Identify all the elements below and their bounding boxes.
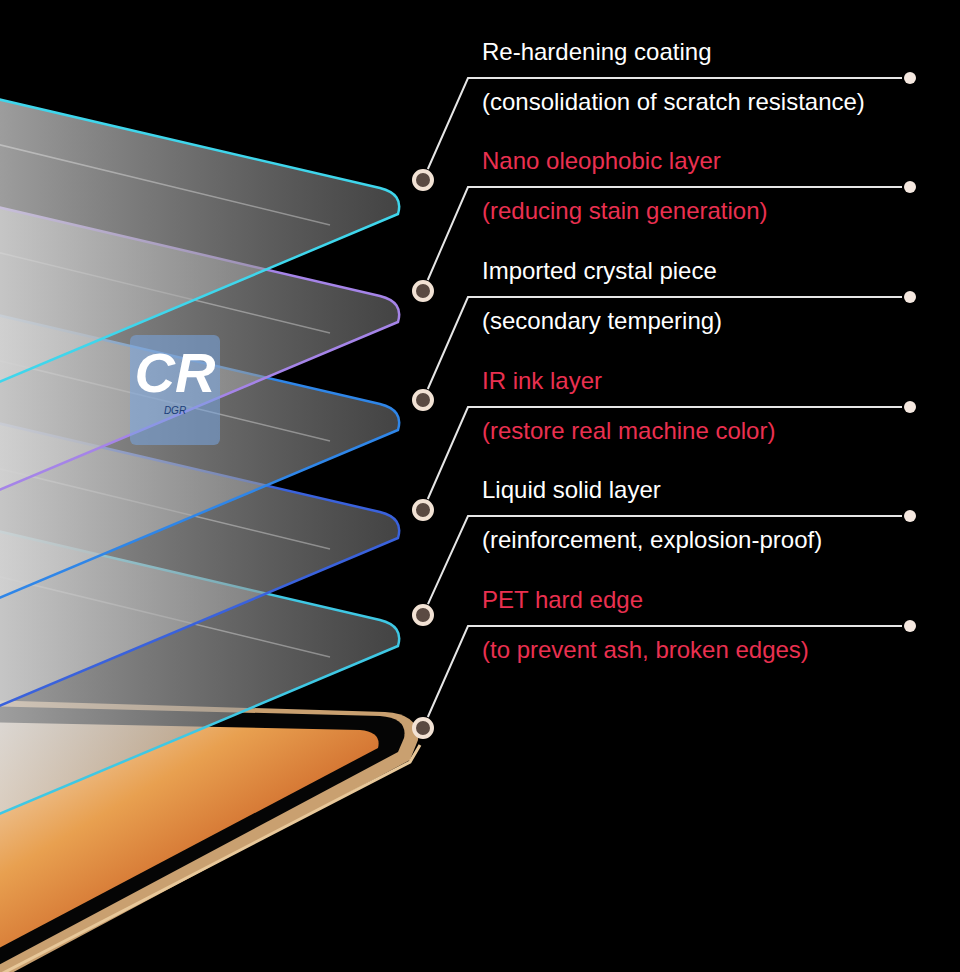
end-dot [904, 510, 916, 522]
watermark: CR DGR [130, 335, 220, 445]
layer-description: (secondary tempering) [482, 307, 722, 335]
layer-title: PET hard edge [482, 586, 643, 614]
layer-description: (consolidation of scratch resistance) [482, 88, 865, 116]
leader-lines [414, 72, 916, 737]
layer-description: (to prevent ash, broken edges) [482, 636, 809, 664]
layer-title: Nano oleophobic layer [482, 147, 721, 175]
callout-dot [414, 501, 432, 519]
layer-title: Re-hardening coating [482, 38, 712, 66]
glass-layers [0, 95, 399, 822]
callout-dot [414, 606, 432, 624]
watermark-text: DGR [130, 405, 220, 417]
end-dot [904, 401, 916, 413]
layer-description: (restore real machine color) [482, 417, 775, 445]
end-dot [904, 72, 916, 84]
end-dot [904, 181, 916, 193]
end-dot [904, 620, 916, 632]
callout-dot [414, 391, 432, 409]
callout-dot [414, 282, 432, 300]
layer-description: (reinforcement, explosion-proof) [482, 526, 822, 554]
layer-title: Liquid solid layer [482, 476, 661, 504]
leader-line [428, 626, 902, 717]
callout-dot [414, 171, 432, 189]
callout-dot [414, 719, 432, 737]
layer-title: Imported crystal piece [482, 257, 717, 285]
layer-title: IR ink layer [482, 367, 602, 395]
layer-highlight [0, 140, 330, 225]
watermark-logo: CR [130, 343, 220, 403]
end-dot [904, 291, 916, 303]
layer-description: (reducing stain generation) [482, 197, 768, 225]
